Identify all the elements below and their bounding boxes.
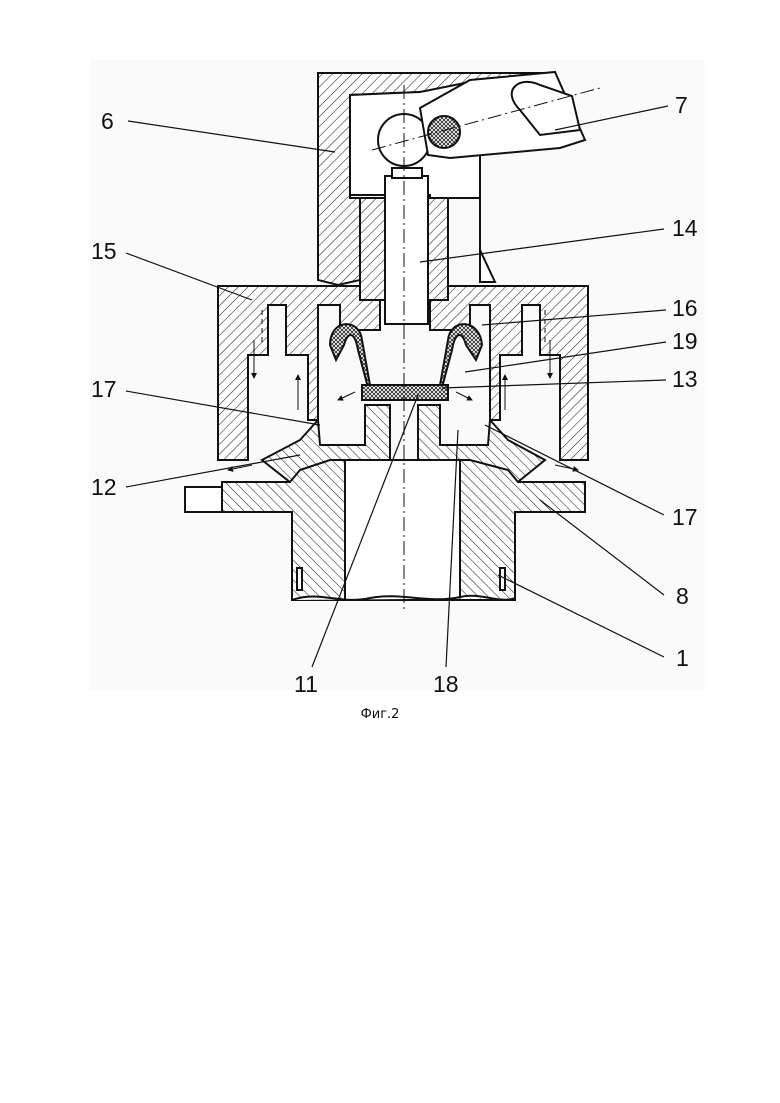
pipe-notch-left — [297, 568, 302, 590]
label-14: 14 — [672, 215, 698, 241]
roller-pin — [428, 116, 460, 148]
label-6: 6 — [101, 108, 114, 134]
pipe-notch-right — [500, 568, 505, 590]
label-12: 12 — [91, 474, 117, 500]
figure-caption: Фиг.2 — [361, 707, 400, 722]
label-7: 7 — [675, 92, 688, 118]
label-1: 1 — [676, 645, 689, 671]
label-17-right: 17 — [672, 504, 698, 530]
stem-tip — [392, 168, 422, 178]
label-13: 13 — [672, 366, 698, 392]
label-16: 16 — [672, 295, 698, 321]
label-17-left: 17 — [91, 376, 117, 402]
valve-stem — [385, 176, 428, 324]
label-18: 18 — [433, 671, 459, 697]
label-19: 19 — [672, 328, 698, 354]
label-8: 8 — [676, 583, 689, 609]
label-11: 11 — [294, 671, 318, 697]
label-15: 15 — [91, 238, 117, 264]
